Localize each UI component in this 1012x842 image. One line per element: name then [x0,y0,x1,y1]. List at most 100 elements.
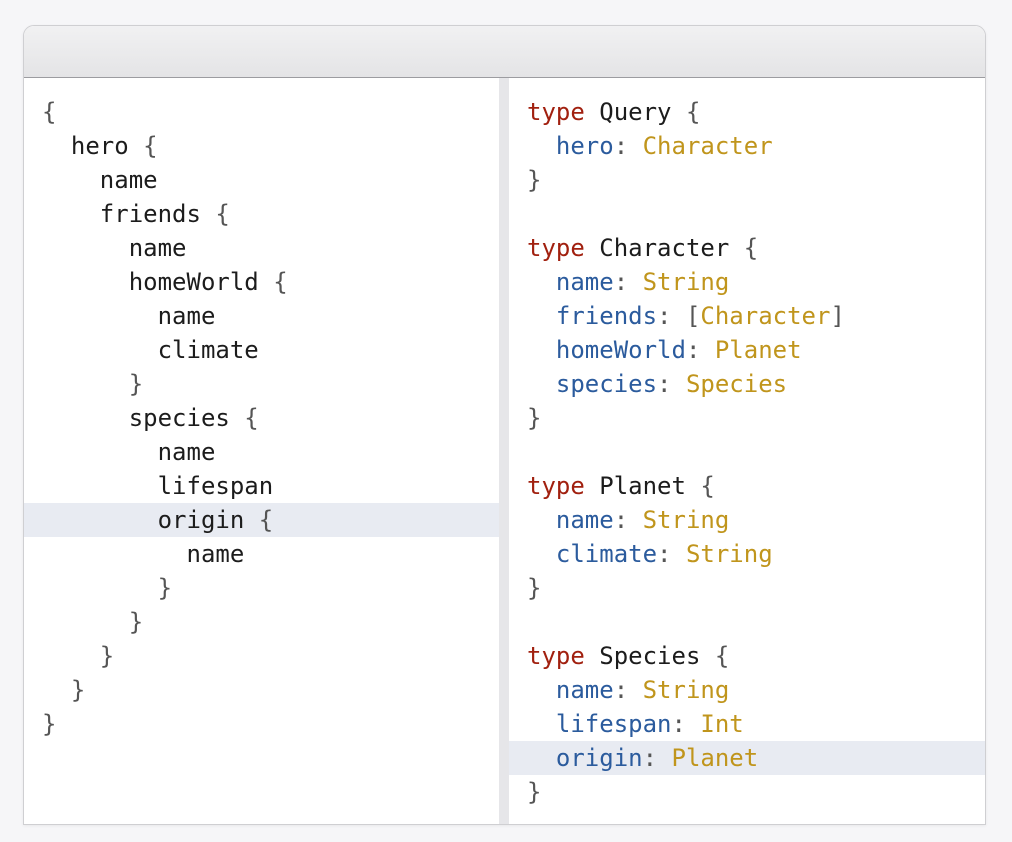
schema-line: species: Species [509,367,985,401]
schema-line: type Character { [509,231,985,265]
schema-token-type: String [642,506,730,534]
schema-token-punct: : [613,506,643,534]
query-line: } [24,605,499,639]
schema-pane[interactable]: type Query { hero: Character} type Chara… [509,78,985,824]
schema-token-type: String [685,540,773,568]
query-token-punct: } [42,574,173,602]
query-line: name [24,231,499,265]
query-token-field: species [42,404,230,432]
query-token-field: lifespan [42,472,274,500]
schema-token-type: Planet [671,744,759,772]
query-line: name [24,537,499,571]
schema-line [509,605,985,639]
schema-token-punct: : [657,370,686,398]
schema-token-punct: ] [830,302,845,330]
schema-line [509,197,985,231]
schema-line: name: String [509,265,985,299]
query-line: climate [24,333,499,367]
schema-line: type Species { [509,639,985,673]
query-editor-pane[interactable]: { hero { name friends { name homeWorld {… [24,78,499,824]
schema-line: } [509,571,985,605]
schema-token-type: Character [642,132,773,160]
query-line: name [24,163,499,197]
query-line: } [24,571,499,605]
schema-token-typename: Query [584,98,672,126]
query-token-punct: } [42,642,115,670]
schema-token-keyword: type [527,642,585,670]
schema-token-punct: : [613,268,643,296]
schema-token-keyword: type [527,234,585,262]
schema-token-punct: { [700,642,730,670]
schema-token-punct: : [685,336,715,364]
schema-token-punct: } [527,778,542,806]
query-line: species { [24,401,499,435]
schema-token-keyword: type [527,98,585,126]
query-token-field: name [42,166,158,194]
schema-line: type Planet { [509,469,985,503]
schema-token-punct: : [671,710,701,738]
query-line: } [24,639,499,673]
schema-token-punct: } [527,166,542,194]
schema-token-prop: climate [527,540,658,568]
query-line: origin { [24,503,499,537]
schema-token-punct: : [ [657,302,701,330]
pane-divider[interactable] [499,78,509,824]
query-token-punct: } [42,710,57,738]
query-line: hero { [24,129,499,163]
schema-token-prop: hero [527,132,614,160]
schema-token-type: Int [700,710,744,738]
schema-token-typename: Character [584,234,730,262]
query-token-field: origin [42,506,245,534]
query-token-punct: { [229,404,259,432]
query-token-punct: { [244,506,274,534]
schema-token-type: Planet [714,336,802,364]
schema-line: type Query { [509,95,985,129]
query-line: lifespan [24,469,499,503]
schema-token-type: Species [685,370,788,398]
schema-token-punct: : [613,676,643,704]
schema-token-prop: homeWorld [527,336,686,364]
query-token-punct: } [42,608,144,636]
schema-token-prop: origin [527,744,643,772]
schema-token-punct: : [613,132,643,160]
schema-line: lifespan: Int [509,707,985,741]
schema-line: name: String [509,503,985,537]
query-token-punct: { [258,268,288,296]
schema-token-type: String [642,268,730,296]
schema-token-punct: } [527,404,542,432]
query-token-punct: } [42,370,144,398]
schema-token-keyword: type [527,472,585,500]
schema-line: hero: Character [509,129,985,163]
schema-line: } [509,163,985,197]
schema-line: friends: [Character] [509,299,985,333]
schema-token-prop: lifespan [527,710,672,738]
query-line: } [24,707,499,741]
schema-token-typename: Species [584,642,701,670]
schema-token-punct: { [671,98,701,126]
query-token-punct: } [42,676,86,704]
schema-token-type: String [642,676,730,704]
query-line: } [24,367,499,401]
query-line: { [24,95,499,129]
query-line: friends { [24,197,499,231]
query-token-field: name [42,438,216,466]
schema-token-prop: friends [527,302,658,330]
query-token-field: climate [42,336,259,364]
query-code: { hero { name friends { name homeWorld {… [24,95,499,741]
schema-token-prop: name [527,506,614,534]
schema-token-prop: species [527,370,658,398]
schema-token-punct: } [527,574,542,602]
query-token-field: name [42,540,245,568]
schema-code: type Query { hero: Character} type Chara… [509,95,985,809]
schema-line [509,435,985,469]
query-token-punct: { [128,132,158,160]
schema-token-punct: : [642,744,672,772]
schema-token-type: Character [700,302,831,330]
schema-token-prop: name [527,268,614,296]
query-token-punct: { [200,200,230,228]
query-token-field: friends [42,200,201,228]
schema-token-punct: : [657,540,686,568]
schema-line: homeWorld: Planet [509,333,985,367]
query-token-field: name [42,302,216,330]
schema-line: } [509,401,985,435]
